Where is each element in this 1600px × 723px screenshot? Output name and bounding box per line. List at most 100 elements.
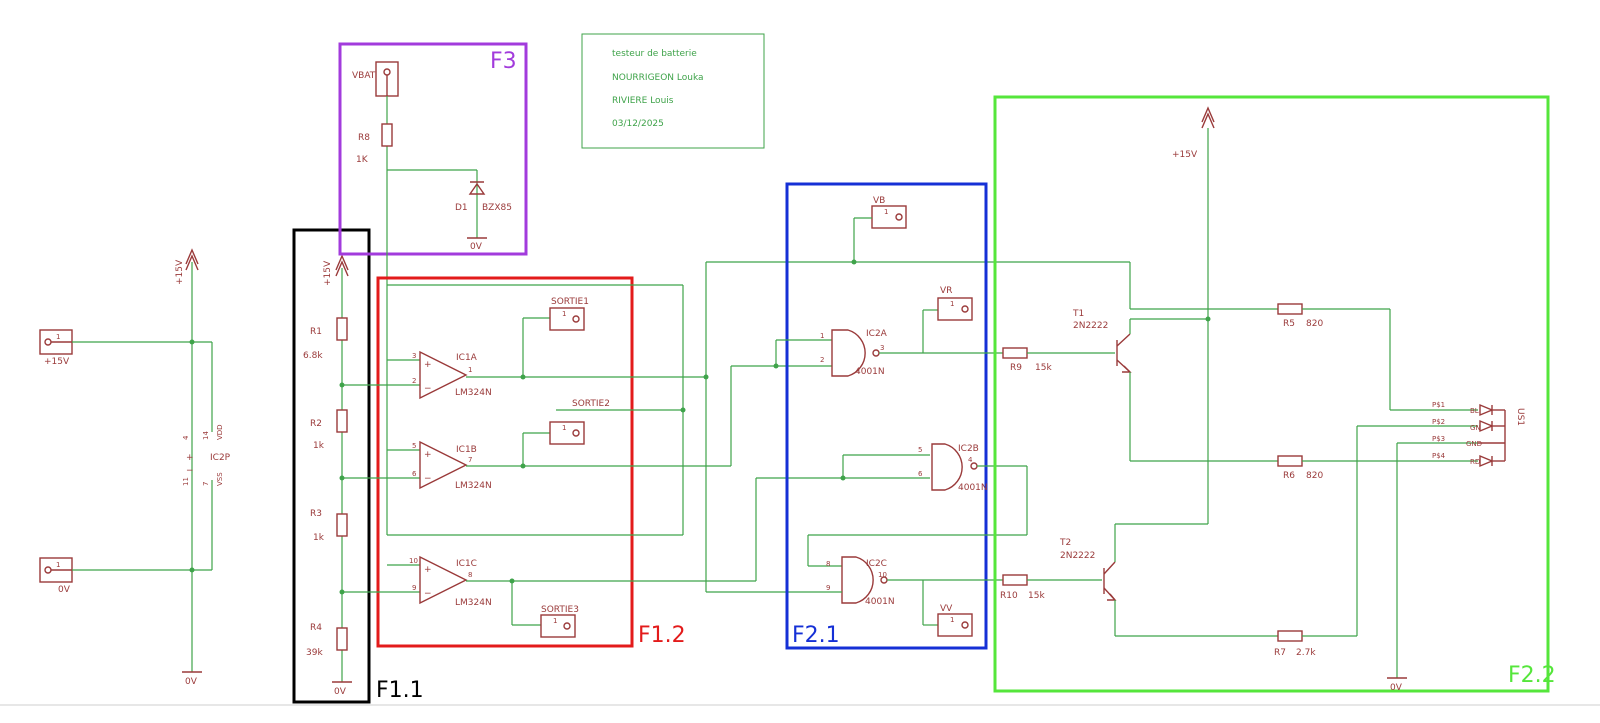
svg-text:R1: R1 [310,327,322,337]
block-f3: F3 VBAT R8 1K D1 BZX85 0V [338,42,528,375]
svg-text:IC1C: IC1C [456,559,477,569]
svg-text:P$4: P$4 [1432,452,1446,460]
svg-text:+15V: +15V [323,260,333,286]
svg-text:IC1B: IC1B [456,445,477,455]
svg-text:0V: 0V [334,687,347,697]
box-f1-1 [292,228,371,704]
svg-text:VBAT: VBAT [352,71,376,81]
svg-text:−: − [424,589,432,599]
interconnect-wires [703,261,1278,593]
svg-text:3: 3 [412,352,416,360]
svg-text:LM324N: LM324N [455,388,492,398]
svg-text:2N2222: 2N2222 [1060,551,1095,561]
connector-vv [937,613,973,637]
svg-text:14: 14 [202,431,210,440]
svg-text:4: 4 [968,456,973,464]
svg-text:1: 1 [950,616,954,624]
svg-text:R8: R8 [358,133,370,143]
svg-text:R10: R10 [1000,591,1018,601]
svg-text:GN: GN [1470,424,1481,432]
svg-text:T2: T2 [1059,538,1071,548]
title-line-4: 03/12/2025 [612,119,664,129]
resistor-r1 [336,317,348,341]
resistor-r3 [336,513,348,537]
svg-text:+: + [424,360,432,370]
rgb-led-us1: P$1 P$2 P$3 P$4 BL GN GND RD US1 [1432,401,1525,468]
svg-text:2.7k: 2.7k [1296,648,1316,658]
svg-text:6: 6 [412,470,417,478]
svg-text:3: 3 [880,344,884,352]
title-line-2: NOURRIGEON Louka [612,73,704,83]
zener-diode-icon [468,181,486,195]
led-blue-icon [1479,403,1494,417]
box-f1-2 [376,276,634,648]
led-red-icon [1479,454,1494,468]
svg-text:10: 10 [878,571,887,579]
svg-text:1: 1 [553,617,557,625]
resistor-r6 [1277,455,1303,467]
title-block: testeur de batterie NOURRIGEON Louka RIV… [581,33,765,149]
svg-text:9: 9 [412,584,416,592]
connector-sortie1 [549,307,585,331]
svg-text:0V: 0V [185,677,198,687]
box-f2-1 [785,182,988,650]
svg-text:1: 1 [820,332,824,340]
svg-text:SORTIE3: SORTIE3 [541,605,579,615]
opamp-ic1a [419,350,468,400]
svg-text:2N2222: 2N2222 [1073,321,1108,331]
label-f3: F3 [490,49,517,74]
svg-text:820: 820 [1306,471,1323,481]
resistor-r7 [1277,630,1303,642]
svg-text:1k: 1k [313,533,325,543]
svg-text:VV: VV [940,604,953,614]
resistor-r5 [1277,303,1303,315]
svg-text:6.8k: 6.8k [303,351,323,361]
svg-text:8: 8 [468,571,472,579]
connector-sortie2 [549,421,585,445]
svg-text:+15V: +15V [1172,150,1198,160]
svg-text:1: 1 [56,333,60,341]
label-ic2p: IC2P [210,453,231,463]
svg-text:4001N: 4001N [855,367,885,377]
label-f1-2: F1.2 [638,623,686,648]
svg-text:0V: 0V [470,242,483,252]
svg-text:6: 6 [918,470,923,478]
svg-text:SORTIE1: SORTIE1 [551,297,589,307]
svg-text:15k: 15k [1035,363,1052,373]
svg-text:11: 11 [182,477,190,486]
block-f1-1: +15V R1 6.8k R2 1k R3 1k R4 39k 0V F1.1 [292,228,424,704]
svg-text:T1: T1 [1072,309,1084,319]
svg-text:820: 820 [1306,319,1323,329]
svg-text:+: + [186,453,194,463]
svg-text:39k: 39k [306,648,323,658]
svg-text:1: 1 [562,424,566,432]
svg-text:US1: US1 [1515,408,1525,426]
title-block-frame [581,33,765,149]
svg-text:BL: BL [1470,407,1479,415]
svg-text:5: 5 [918,446,922,454]
svg-text:10: 10 [409,557,418,565]
nor-gate-ic2b [931,443,963,491]
title-line-1: testeur de batterie [612,49,697,59]
svg-text:P$3: P$3 [1432,435,1445,443]
svg-text:−: − [424,474,432,484]
svg-text:BZX85: BZX85 [482,203,512,213]
svg-text:IC2A: IC2A [866,329,888,339]
svg-text:VB: VB [873,196,885,206]
svg-text:15k: 15k [1028,591,1045,601]
svg-text:R9: R9 [1010,363,1022,373]
svg-text:R6: R6 [1283,471,1295,481]
svg-text:1k: 1k [313,441,325,451]
svg-text:9: 9 [826,584,830,592]
svg-text:1: 1 [468,366,472,374]
svg-text:R2: R2 [310,419,322,429]
connector-vb [871,205,907,229]
svg-text:4001N: 4001N [865,597,895,607]
box-f3 [338,42,528,256]
opamp-ic1b [419,440,468,490]
vcc-arrow-icon [335,254,349,277]
label-f1-1: F1.1 [376,678,424,703]
svg-text:LM324N: LM324N [455,481,492,491]
svg-text:SORTIE2: SORTIE2 [572,399,610,409]
power-supply-section: 1 +15V 1 0V +15V 0V 4 11 14 7 VDD VSS + … [39,248,231,687]
